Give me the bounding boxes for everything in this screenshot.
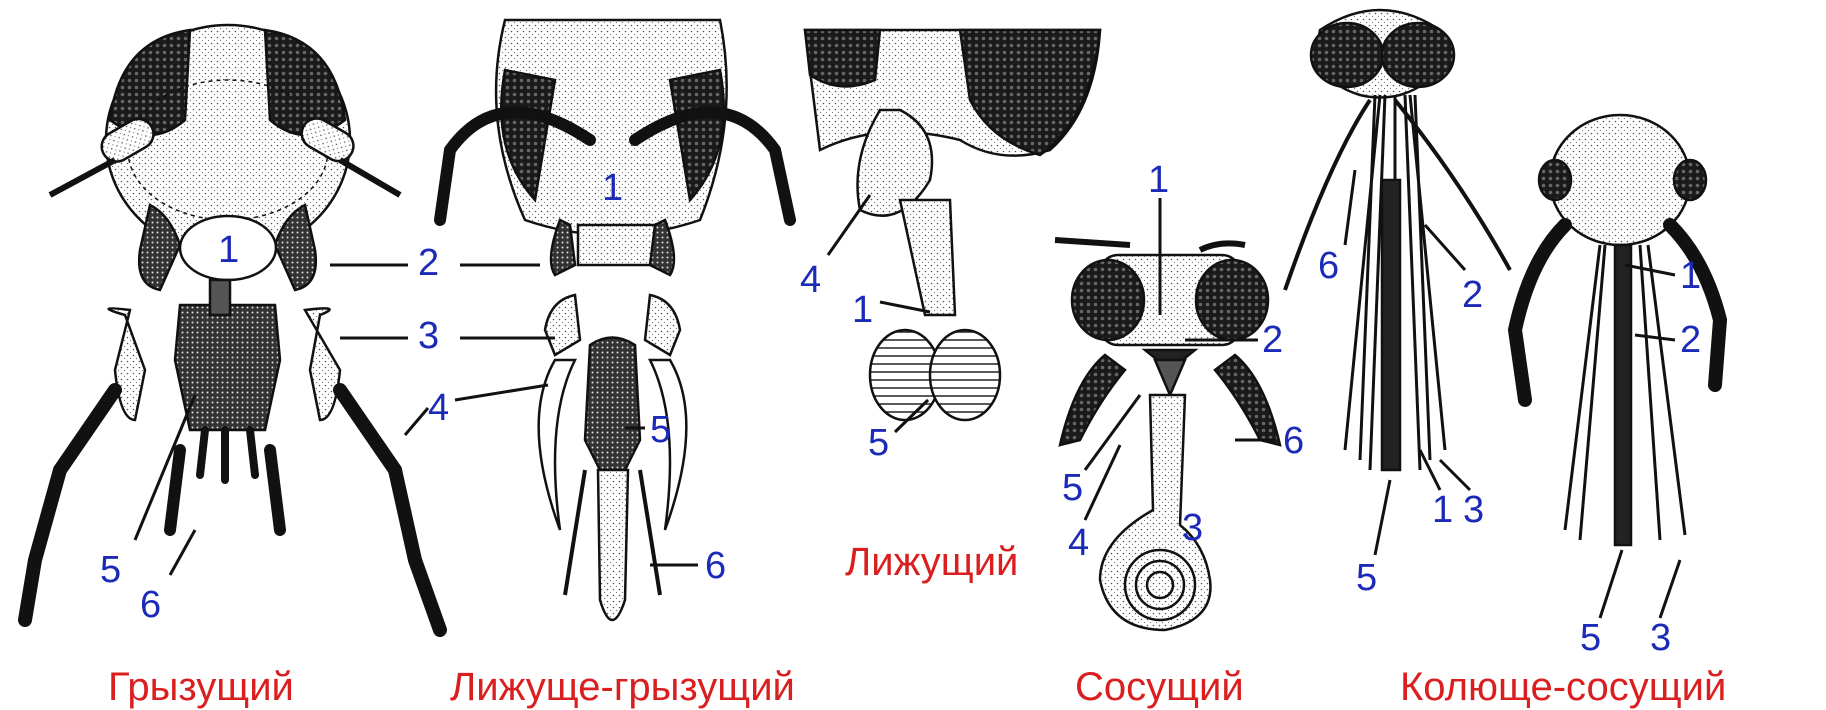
chewing-label-2: 2 (418, 242, 439, 284)
piercing-sucking-small-label-5: 5 (1580, 617, 1601, 659)
sucking-label-3: 3 (1182, 507, 1203, 549)
sucking-label-4: 4 (1068, 522, 1089, 564)
piercing-sucking-label-2: 2 (1462, 274, 1483, 316)
piercing-sucking-small-label-1: 1 (1680, 255, 1701, 297)
sucking-head-drawing (1055, 240, 1280, 630)
caption-lapping: Лижущий (845, 540, 1018, 584)
piercing-sucking-small-label-3: 3 (1650, 617, 1671, 659)
piercing-sucking-label-6: 6 (1318, 245, 1339, 287)
chewing-lapping-label-5: 5 (650, 409, 671, 451)
chewing-lapping-label-1: 1 (602, 167, 623, 209)
lapping-label-1: 1 (852, 289, 873, 331)
piercing-sucking-small-label-2: 2 (1680, 319, 1701, 361)
piercing-sucking-label-5: 5 (1356, 557, 1377, 599)
caption-piercing-sucking: Колюще-сосущий (1400, 665, 1726, 709)
lapping-label-4: 4 (800, 259, 821, 301)
chewing-head-drawing (25, 25, 440, 630)
piercing-sucking-head-drawing (1285, 10, 1510, 470)
caption-chewing-lapping: Лижуще-грызущий (450, 665, 795, 709)
sucking-label-1: 1 (1148, 159, 1169, 201)
piercing-sucking-label-1: 1 (1432, 489, 1453, 531)
sucking-label-5: 5 (1062, 467, 1083, 509)
caption-chewing: Грызущий (108, 665, 294, 709)
chewing-label-6: 6 (140, 584, 161, 626)
chewing-label-5: 5 (100, 549, 121, 591)
chewing-lapping-label-6: 6 (705, 545, 726, 587)
piercing-sucking-small-leader-lines (1600, 265, 1680, 618)
lapping-label-5: 5 (868, 422, 889, 464)
captions: Грызущий Лижуще-грызущий Лижущий Сосущий… (108, 540, 1726, 709)
sucking-label-6: 6 (1283, 420, 1304, 462)
chewing-label-4: 4 (428, 387, 449, 429)
piercing-sucking-label-3: 3 (1463, 489, 1484, 531)
chewing-lapping-head-drawing (440, 20, 790, 620)
chewing-label-1: 1 (218, 229, 239, 271)
caption-sucking: Сосущий (1075, 665, 1244, 709)
chewing-label-3: 3 (418, 315, 439, 357)
sucking-label-2: 2 (1262, 319, 1283, 361)
